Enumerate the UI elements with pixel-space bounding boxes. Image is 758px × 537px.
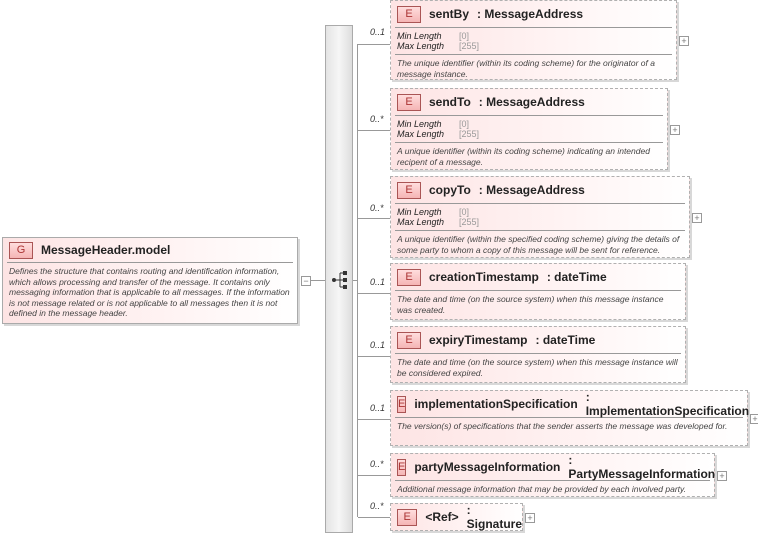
connector [311,280,325,281]
facet-value: [0] [459,119,470,129]
connector [353,280,357,281]
collapse-icon[interactable]: − [301,276,311,286]
element-type: : ImplementationSpecification [585,390,750,418]
expand-icon[interactable]: + [670,125,680,135]
element-badge: E [397,93,421,111]
element-badge: E [397,331,421,349]
divider [395,115,663,116]
divider [7,262,293,263]
facet-value: [0] [459,31,470,41]
element-type: : dateTime [546,270,607,284]
element-badge: E [397,458,407,476]
divider [395,353,681,354]
element-name: copyTo [429,183,471,197]
group-badge: G [9,241,33,259]
facets: Min Length [0] Max Length [255] [391,116,667,142]
element-type: : dateTime [535,333,596,347]
element-type: : MessageAddress [478,183,585,197]
element-doc: Additional message information that may … [397,484,687,494]
divider [395,480,710,481]
element-doc: The date and time (on the source system)… [397,294,664,315]
element-badge: E [397,5,421,23]
group-message-header-model[interactable]: G MessageHeader.model Defines the structu… [2,237,298,324]
sequence-compositor-icon [332,271,347,289]
expand-icon[interactable]: + [679,36,689,46]
facet-label: Min Length [397,119,442,129]
connector [358,475,390,476]
expand-icon[interactable]: + [525,513,535,523]
divider [395,290,681,291]
facet-value: [255] [459,129,480,139]
element-name: sentBy [429,7,470,21]
element-doc: The date and time (on the source system)… [397,357,678,378]
element-name: partyMessageInformation [414,460,561,474]
facet-value: [255] [459,41,480,51]
expand-icon[interactable]: + [750,414,758,424]
group-name: MessageHeader.model [41,243,171,257]
element-badge: E [397,508,418,526]
connector [358,293,390,294]
cardinality: 0..* [370,459,384,469]
facet-label: Max Length [397,217,445,227]
facet-value: [0] [459,207,470,217]
cardinality: 0..* [370,501,384,511]
element-type: : MessageAddress [478,95,585,109]
divider [395,142,663,143]
element-name: expiryTimestamp [429,333,528,347]
sequence-trunk [357,44,358,517]
connector [358,44,390,45]
cardinality: 0..1 [370,27,386,37]
element-name: sendTo [429,95,471,109]
cardinality: 0..* [370,114,384,124]
element-name: creationTimestamp [429,270,539,284]
divider [395,230,685,231]
divider [395,417,743,418]
facet-label: Min Length [397,207,442,217]
connector [358,356,390,357]
element-doc: A unique identifier (within the specifie… [397,234,680,255]
cardinality: 0..1 [370,340,386,350]
element-badge: E [397,268,421,286]
divider [395,203,685,204]
facet-label: Max Length [397,41,445,51]
divider [395,27,672,28]
divider [395,54,672,55]
group-doc: Defines the structure that contains rout… [9,266,290,318]
connector [358,517,390,518]
cardinality: 0..* [370,203,384,213]
connector [358,419,390,420]
element-badge: E [397,395,407,413]
element-name: <Ref> [425,510,459,524]
element-badge: E [397,181,421,199]
element-type: : Signature [466,503,523,531]
facet-label: Max Length [397,129,445,139]
connector [358,218,390,219]
facet-value: [255] [459,217,480,227]
facet-label: Min Length [397,31,442,41]
expand-icon[interactable]: + [717,471,727,481]
element-ref[interactable]: E <Ref> : Signature [390,503,523,531]
cardinality: 0..1 [370,277,386,287]
sequence-bar [325,25,353,533]
element-doc: The unique identifier (within its coding… [397,58,655,79]
element-name: implementationSpecification [414,397,578,411]
element-type: : MessageAddress [477,7,584,21]
element-doc: A unique identifier (within its coding s… [397,146,650,167]
connector [358,130,390,131]
facets: Min Length [0] Max Length [255] [391,28,676,54]
expand-icon[interactable]: + [692,213,702,223]
element-doc: The version(s) of specifications that th… [397,421,728,431]
element-type: : PartyMessageInformation [568,453,716,481]
facets: Min Length [0] Max Length [255] [391,204,689,230]
cardinality: 0..1 [370,403,386,413]
